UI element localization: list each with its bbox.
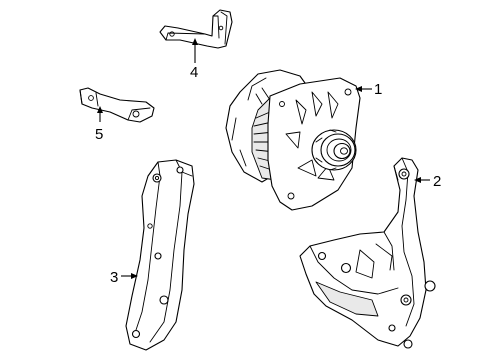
part-5-brace xyxy=(79,87,155,123)
leader-1 xyxy=(355,86,372,92)
part-4-bracket xyxy=(159,9,233,49)
callout-5: 5 xyxy=(95,126,103,143)
leader-2 xyxy=(414,177,430,183)
part-3-brace xyxy=(125,159,195,351)
callout-2: 2 xyxy=(433,173,441,190)
part-2-mount-bracket xyxy=(299,157,436,349)
leader-4 xyxy=(192,38,198,63)
leader-3 xyxy=(121,273,138,279)
callout-3: 3 xyxy=(110,269,118,286)
leader-5 xyxy=(97,106,103,122)
callout-1: 1 xyxy=(374,81,382,98)
callout-4: 4 xyxy=(190,64,198,81)
part-1-alternator xyxy=(225,69,361,211)
